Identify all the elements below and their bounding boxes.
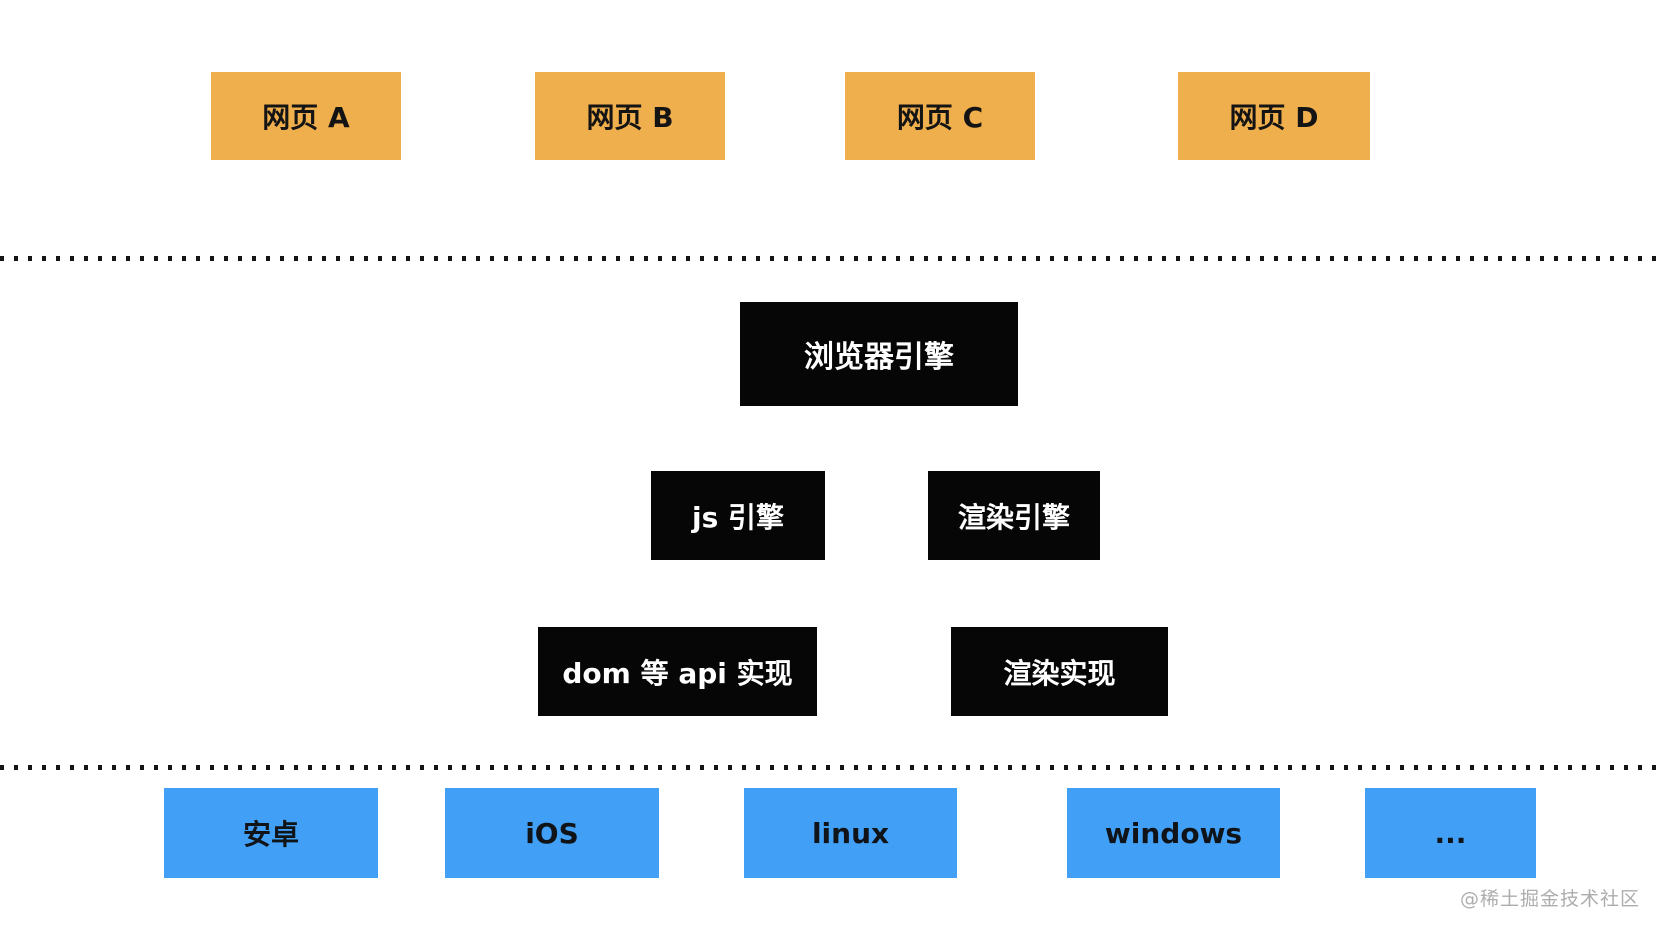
js-engine-label: js 引擎 — [691, 500, 784, 534]
web-page-d-box: 网页 D — [1178, 72, 1370, 160]
watermark-text: @稀土掘金技术社区 — [1459, 888, 1640, 910]
web-page-a-label: 网页 A — [262, 101, 350, 134]
web-page-c-label: 网页 C — [896, 101, 984, 134]
web-page-d-label: 网页 D — [1229, 101, 1319, 134]
render-implementation-box: 渲染实现 — [951, 627, 1168, 716]
dom-api-implementation-box: dom 等 api 实现 — [538, 627, 817, 716]
platform-ios-label: iOS — [525, 816, 579, 850]
render-implementation-label: 渲染实现 — [1003, 656, 1116, 690]
platform-more-box: ... — [1365, 788, 1536, 878]
web-page-b-label: 网页 B — [586, 101, 674, 134]
dom-api-implementation-label: dom 等 api 实现 — [562, 656, 793, 690]
top-dotted-divider — [0, 256, 1656, 261]
platform-windows-box: windows — [1067, 788, 1280, 878]
bottom-dotted-divider — [0, 765, 1656, 770]
web-page-a-box: 网页 A — [211, 72, 401, 160]
browser-engine-box: 浏览器引擎 — [740, 302, 1018, 406]
platform-linux-label: linux — [811, 816, 890, 850]
platform-windows-label: windows — [1104, 816, 1243, 850]
web-page-c-box: 网页 C — [845, 72, 1035, 160]
browser-engine-label: 浏览器引擎 — [804, 340, 954, 375]
js-engine-box: js 引擎 — [651, 471, 825, 560]
platform-ios-box: iOS — [445, 788, 659, 878]
render-engine-label: 渲染引擎 — [957, 500, 1070, 534]
platform-android-label: 安卓 — [242, 818, 299, 851]
render-engine-box: 渲染引擎 — [928, 471, 1100, 560]
platform-more-label: ... — [1434, 816, 1467, 850]
platform-linux-box: linux — [744, 788, 957, 878]
web-page-b-box: 网页 B — [535, 72, 725, 160]
platform-android-box: 安卓 — [164, 788, 378, 878]
